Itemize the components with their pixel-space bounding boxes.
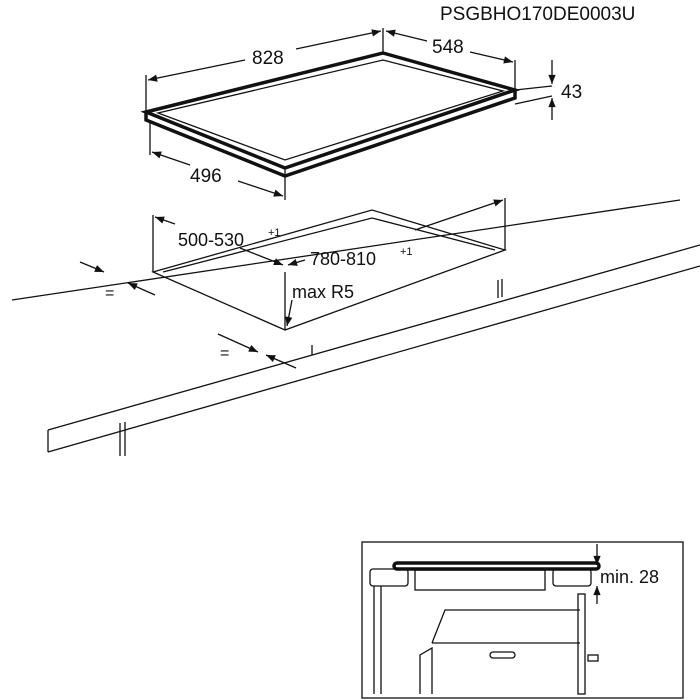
cutout-depth-tolerance: +1 xyxy=(268,227,281,239)
inner-depth-label: 496 xyxy=(190,166,222,187)
drawing-code: PSGBHO170DE0003U xyxy=(440,4,635,25)
radius-label: max R5 xyxy=(292,282,354,302)
height-label: 43 xyxy=(561,82,582,103)
equal-sign-front: = xyxy=(220,345,229,362)
worktop xyxy=(11,199,700,456)
cutout-depth-label: 500-530 xyxy=(178,230,244,250)
cutout-width-tolerance: +1 xyxy=(400,246,413,258)
depth-label: 548 xyxy=(432,37,464,58)
equal-sign-side: = xyxy=(105,285,114,302)
cutout: 500-530 +1 780-810 +1 max R5 = = xyxy=(79,198,508,369)
hob xyxy=(140,51,521,178)
width-label: 828 xyxy=(252,48,284,69)
hob-dimensions: 828 548 43 496 xyxy=(145,28,582,200)
clearance-inset: min. 28 xyxy=(361,541,684,699)
clearance-label: min. 28 xyxy=(600,567,659,587)
cutout-width-label: 780-810 xyxy=(310,249,376,269)
